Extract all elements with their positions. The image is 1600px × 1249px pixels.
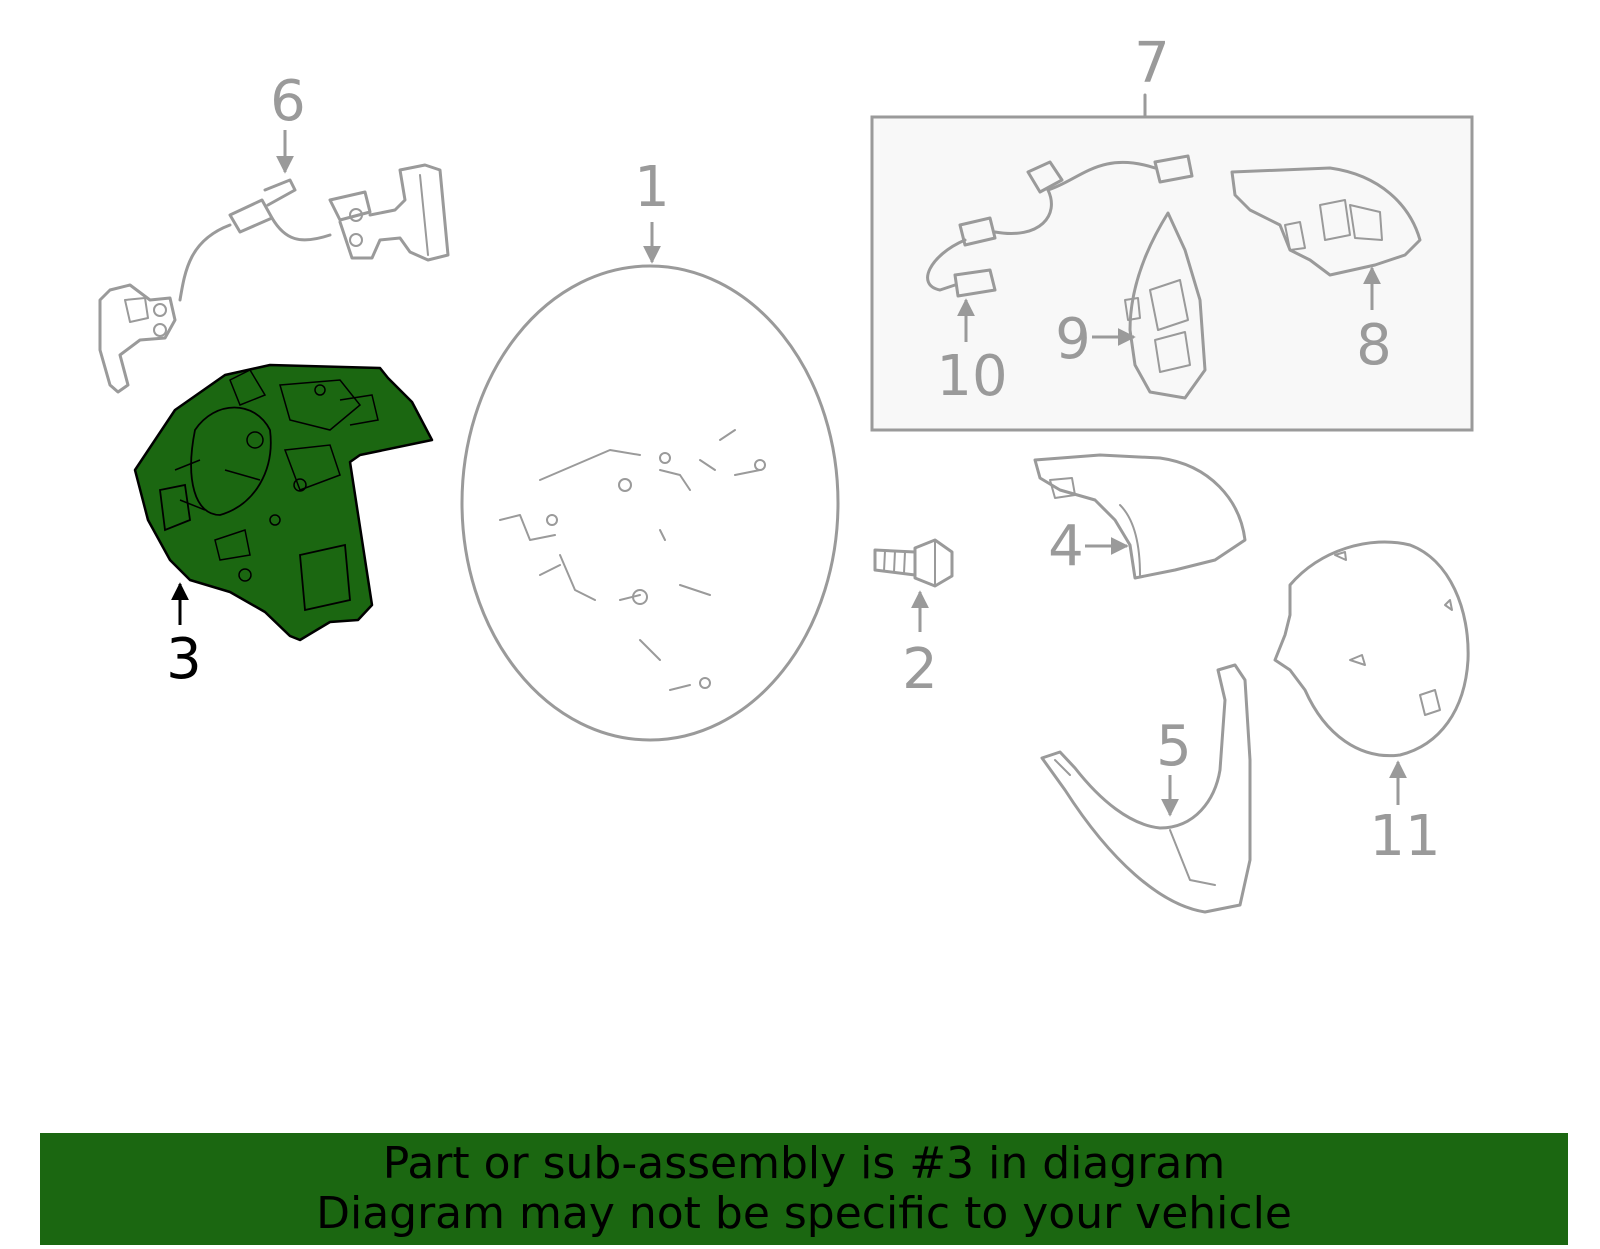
info-banner: Part or sub-assembly is #3 in diagram Di… [40,1133,1568,1245]
callout-labels: 1 2 3 4 5 6 7 8 9 10 11 [166,31,1440,869]
callout-6[interactable]: 6 [270,69,306,134]
callout-9[interactable]: 9 [1055,307,1091,372]
part-1-airbag[interactable] [460,264,840,742]
part-11-rear-cover[interactable] [1273,540,1470,758]
callout-5[interactable]: 5 [1156,714,1192,779]
callout-1[interactable]: 1 [634,155,670,220]
callout-arrows [171,130,1407,817]
part-3-steering-wheel-body[interactable] [133,363,434,642]
part-8-right-switch[interactable] [1230,166,1422,277]
part-4-switch-cover[interactable] [1033,453,1247,580]
banner-line-1: Part or sub-assembly is #3 in diagram [382,1138,1226,1189]
part-9-left-switch[interactable] [1124,211,1207,400]
callout-10[interactable]: 10 [936,344,1007,409]
callout-3[interactable]: 3 [166,627,202,692]
part-6-paddle-shifter-harness[interactable] [98,163,450,394]
banner-line-2: Diagram may not be specific to your vehi… [316,1188,1292,1239]
callout-8[interactable]: 8 [1356,313,1392,378]
callout-2[interactable]: 2 [902,637,938,702]
callout-4[interactable]: 4 [1048,514,1084,579]
part-5-lower-cover[interactable] [1040,663,1252,914]
part-10-switch-harness[interactable] [926,154,1194,298]
part-2-bolt[interactable] [873,538,954,588]
callout-7[interactable]: 7 [1134,31,1170,96]
callout-11[interactable]: 11 [1369,804,1440,869]
